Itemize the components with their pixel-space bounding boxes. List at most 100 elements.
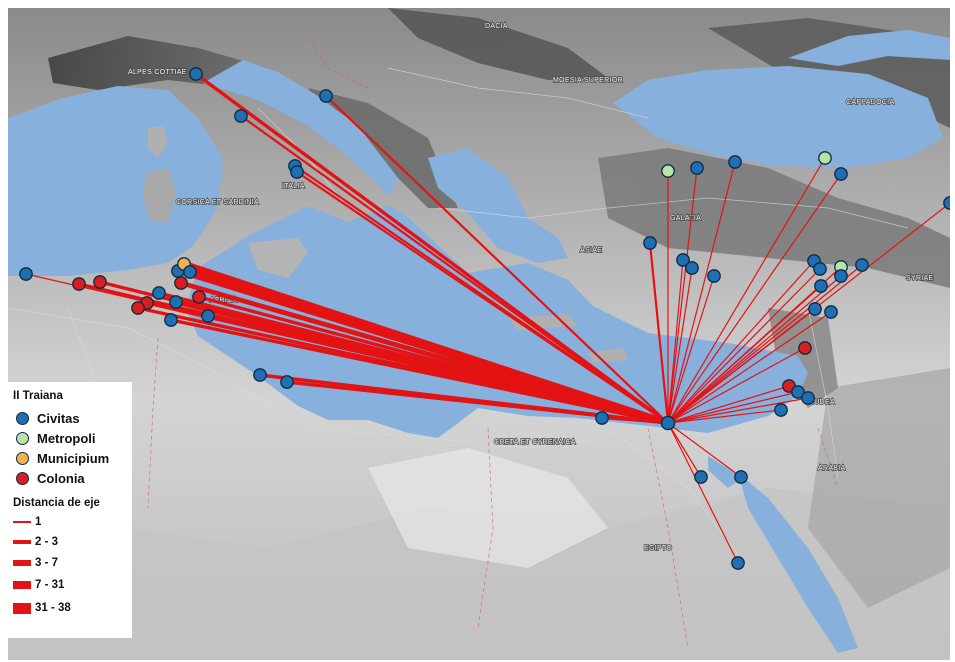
site-marker-colonia[interactable] xyxy=(174,276,188,290)
site-marker-civitas[interactable] xyxy=(280,375,294,389)
region-label-galatia: GALATIA xyxy=(670,215,701,222)
legend-distance-item: 7 - 31 xyxy=(13,578,64,592)
site-marker-civitas[interactable] xyxy=(734,470,748,484)
site-marker-civitas[interactable] xyxy=(808,302,822,316)
site-marker-metropoli[interactable] xyxy=(661,164,675,178)
site-marker-civitas[interactable] xyxy=(774,403,788,417)
route-line xyxy=(667,161,736,424)
route-line xyxy=(667,275,715,424)
route-line xyxy=(667,347,806,424)
route-line xyxy=(667,167,698,424)
site-marker-civitas[interactable] xyxy=(685,261,699,275)
legend-distance-line-icon xyxy=(13,539,31,545)
region-label-alpes: ALPES COTTIAE xyxy=(128,69,187,76)
province-borders xyxy=(147,37,839,649)
site-marker-civitas[interactable] xyxy=(290,165,304,179)
site-marker-civitas[interactable] xyxy=(183,265,197,279)
route-line xyxy=(648,241,670,425)
legend-distance-label: 3 - 7 xyxy=(35,557,59,569)
region-label-cappadocia: CAPPADOCIA xyxy=(846,99,894,106)
legend-municipium-marker-icon xyxy=(16,451,29,465)
hub-marker-civitas[interactable] xyxy=(660,415,676,431)
site-marker-colonia[interactable] xyxy=(93,275,107,289)
site-marker-civitas[interactable] xyxy=(855,258,869,272)
site-marker-civitas[interactable] xyxy=(824,305,838,319)
site-marker-civitas[interactable] xyxy=(801,391,815,405)
site-marker-colonia[interactable] xyxy=(192,290,206,304)
legend-distance-label: 1 xyxy=(35,516,42,528)
region-label-arabia: ARABIA xyxy=(818,465,846,472)
route-line xyxy=(206,314,670,425)
route-line xyxy=(667,385,790,424)
site-marker-civitas[interactable] xyxy=(813,262,827,276)
legend-metropoli-label: Metropoli xyxy=(37,430,96,446)
site-marker-civitas[interactable] xyxy=(676,253,690,267)
region-label-iudea: IUDEA xyxy=(812,399,835,406)
route-line xyxy=(600,416,670,425)
sea-layer xyxy=(8,30,950,653)
legend-distance-label: 2 - 3 xyxy=(35,536,59,548)
region-label-dacia: DACIA xyxy=(485,23,508,30)
legend-civitas-label: Civitas xyxy=(37,410,80,426)
legend-item-municipium: Municipium xyxy=(16,450,109,466)
region-label-africa: AFRICA xyxy=(210,297,237,304)
site-marker-civitas[interactable] xyxy=(319,89,333,103)
legend-colonia-marker-icon xyxy=(16,471,29,485)
site-marker-civitas[interactable] xyxy=(791,385,805,399)
route-line xyxy=(667,259,684,424)
site-marker-civitas[interactable] xyxy=(834,269,848,283)
site-marker-civitas[interactable] xyxy=(253,368,267,382)
site-marker-civitas[interactable] xyxy=(595,411,609,425)
site-marker-civitas[interactable] xyxy=(152,286,166,300)
route-line xyxy=(667,391,799,424)
legend: II Traiana Civitas Metropoli Municipium … xyxy=(8,382,132,638)
site-marker-civitas[interactable] xyxy=(728,155,742,169)
route-line xyxy=(667,422,742,478)
region-label-syriae: SYRIAE xyxy=(906,275,934,282)
site-marker-colonia[interactable] xyxy=(798,341,812,355)
route-line xyxy=(667,422,702,478)
site-marker-civitas[interactable] xyxy=(834,167,848,181)
legend-distance-item: 1 xyxy=(13,515,41,529)
site-marker-civitas[interactable] xyxy=(943,196,950,210)
site-marker-colonia[interactable] xyxy=(72,277,86,291)
site-marker-civitas[interactable] xyxy=(694,470,708,484)
site-marker-civitas[interactable] xyxy=(731,556,745,570)
legend-distance-title: Distancia de eje xyxy=(13,497,100,509)
site-marker-civitas[interactable] xyxy=(707,269,721,283)
site-marker-civitas[interactable] xyxy=(690,161,704,175)
site-marker-civitas[interactable] xyxy=(169,295,183,309)
route-line xyxy=(667,275,842,424)
route-line xyxy=(667,311,832,424)
route-line xyxy=(667,173,842,424)
site-marker-metropoli[interactable] xyxy=(818,151,832,165)
region-label-egipto: EGIPTO xyxy=(644,545,672,552)
legend-civitas-marker-icon xyxy=(16,411,29,425)
legend-distance-line-icon xyxy=(13,580,31,590)
site-marker-civitas[interactable] xyxy=(814,279,828,293)
site-marker-civitas[interactable] xyxy=(643,236,657,250)
legend-distance-line-icon xyxy=(13,520,31,524)
site-marker-civitas[interactable] xyxy=(19,267,33,281)
site-marker-civitas[interactable] xyxy=(201,309,215,323)
legend-distance-item: 3 - 7 xyxy=(13,556,58,570)
route-line xyxy=(667,268,821,424)
route-line xyxy=(667,285,822,424)
legend-distance-item: 2 - 3 xyxy=(13,535,58,549)
route-line xyxy=(667,260,815,424)
site-markers xyxy=(19,67,950,570)
legend-distance-label: 31 - 38 xyxy=(35,602,71,614)
site-marker-civitas[interactable] xyxy=(164,313,178,327)
site-marker-civitas[interactable] xyxy=(189,67,203,81)
route-line xyxy=(324,94,670,425)
route-line xyxy=(667,409,782,424)
site-marker-colonia[interactable] xyxy=(131,301,145,315)
legend-municipium-label: Municipium xyxy=(37,450,110,466)
legend-distance-label: 7 - 31 xyxy=(35,579,65,591)
legend-item-civitas: Civitas xyxy=(16,410,80,426)
route-line xyxy=(667,308,816,424)
site-marker-civitas[interactable] xyxy=(234,109,248,123)
